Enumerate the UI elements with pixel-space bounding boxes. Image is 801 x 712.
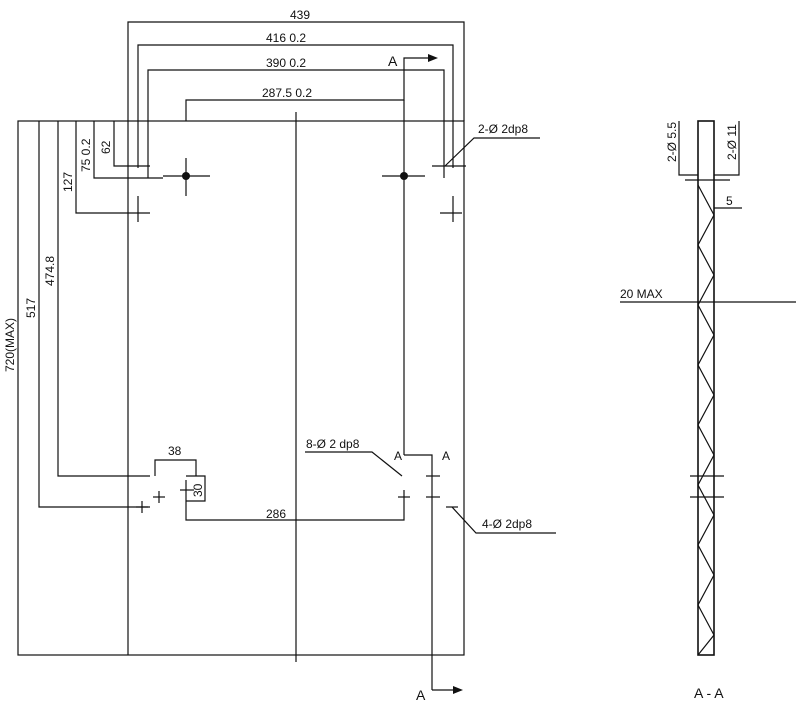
section-arrow-top-label: A <box>388 53 398 69</box>
dim-62-line <box>113 121 150 167</box>
dim-720-text: 720(MAX) <box>3 318 17 372</box>
section-arrow-bottom-label: A <box>416 687 426 703</box>
dim-474-line <box>57 121 150 477</box>
dim-286-line <box>185 480 405 521</box>
leader-top-holes <box>444 137 540 167</box>
section-arrow-bottom-head <box>453 686 463 694</box>
section-arrow-top <box>403 57 430 80</box>
section-dia55-text: 2-Ø 5.5 <box>665 122 679 162</box>
plate-outline <box>17 120 465 656</box>
dim-439-text: 439 <box>290 8 310 22</box>
top-hole-left-dot <box>182 172 190 180</box>
dim-416-text: 416 0.2 <box>266 31 306 45</box>
dim-390-line <box>147 69 445 178</box>
section-arrow-top-head <box>428 54 438 62</box>
dim-517-line <box>38 121 150 508</box>
top-hole-right-dot <box>400 172 408 180</box>
section-line-mid <box>404 454 433 690</box>
dim-439-line <box>127 21 465 121</box>
slot-38-text: 38 <box>168 444 182 458</box>
dim-517-text: 517 <box>24 298 38 318</box>
slot-30-line <box>186 475 206 502</box>
section-dim5-text: 5 <box>726 194 733 208</box>
dim-75-text: 75 0.2 <box>79 138 93 172</box>
dim-287-line <box>185 80 405 121</box>
section-top-step <box>678 121 698 176</box>
dim-474-text: 474.8 <box>43 256 57 286</box>
dim-390-text: 390 0.2 <box>266 56 306 70</box>
slot-outline <box>154 459 197 476</box>
slot-30-text: 30 <box>191 483 205 497</box>
dim-127-text: 127 <box>61 172 75 192</box>
leader-lower-holes <box>451 506 556 534</box>
section-outline <box>697 120 715 656</box>
dim-286-text: 286 <box>266 507 286 521</box>
section-hatch <box>697 184 715 656</box>
section-dia11-text: 2-Ø 11 <box>725 124 739 160</box>
section-arrow-mid-right-label: A <box>442 449 450 463</box>
section-dim20-text: 20 MAX <box>620 287 663 301</box>
section-top-step-2 <box>714 121 740 176</box>
dim-416-line <box>137 44 454 168</box>
section-arrow-mid-left-label: A <box>394 449 402 463</box>
dim-127-line <box>75 121 150 214</box>
label-top-holes: 2-Ø 2dp8 <box>478 122 528 136</box>
dim-287-text: 287.5 0.2 <box>262 86 312 100</box>
section-title: A - A <box>694 685 724 701</box>
dim-75-line <box>93 121 163 179</box>
leader-mid-holes <box>305 451 403 477</box>
label-mid-holes: 8-Ø 2 dp8 <box>306 437 360 451</box>
dim-62-text: 62 <box>99 140 113 154</box>
label-lower-holes: 4-Ø 2dp8 <box>482 517 532 531</box>
